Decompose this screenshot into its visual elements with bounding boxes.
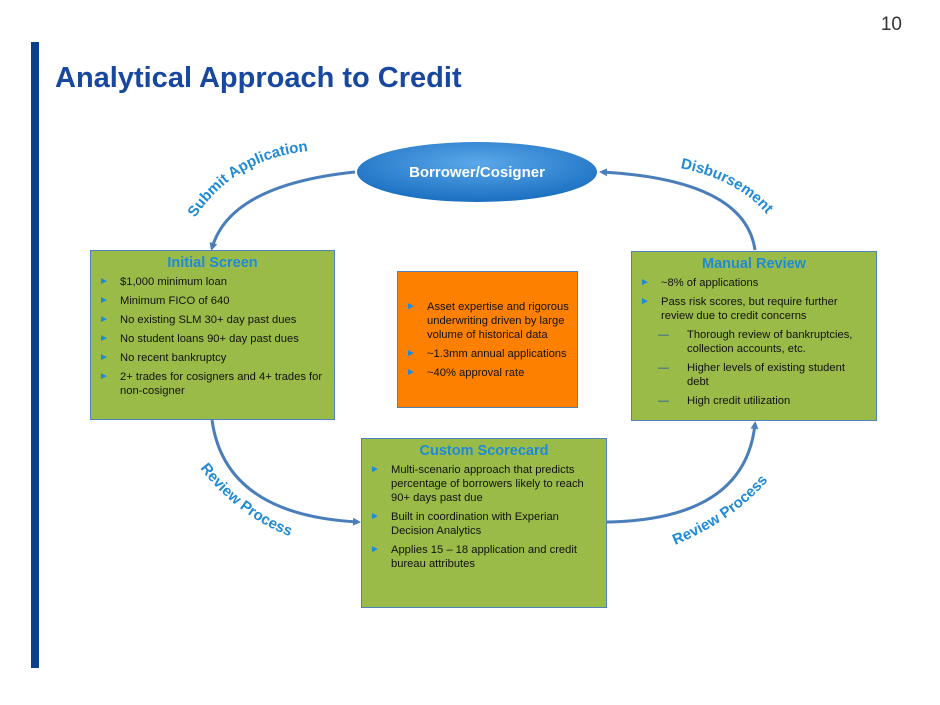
accent-bar	[31, 42, 39, 668]
highlights-box: Asset expertise and rigorous underwritin…	[397, 271, 578, 408]
list-item: Multi-scenario approach that predicts pe…	[370, 463, 598, 505]
initial-screen-box: Initial Screen $1,000 minimum loan Minim…	[90, 250, 335, 420]
list-item: ~1.3mm annual applications	[406, 347, 569, 361]
custom-scorecard-box: Custom Scorecard Multi-scenario approach…	[361, 438, 607, 608]
sub-list-item: High credit utilization	[640, 394, 868, 408]
list-item: ~8% of applications	[640, 276, 868, 290]
list-item: No existing SLM 30+ day past dues	[99, 313, 326, 327]
label-review-left: Review Process	[197, 460, 295, 540]
list-item: Built in coordination with Experian Deci…	[370, 510, 598, 538]
arrow-disbursement	[599, 168, 757, 251]
label-disbursement: Disbursement	[679, 155, 776, 217]
sub-list-item: Higher levels of existing student debt	[640, 361, 868, 389]
list-item: No recent bankruptcy	[99, 351, 326, 365]
list-item: Pass risk scores, but require further re…	[640, 295, 868, 323]
borrower-node	[357, 142, 597, 202]
initial-screen-title: Initial Screen	[167, 255, 258, 271]
sub-list-item: Thorough review of bankruptcies, collect…	[640, 328, 868, 356]
borrower-cosigner-label: Borrower/Cosigner	[409, 163, 545, 181]
list-item: Minimum FICO of 640	[99, 294, 326, 308]
manual-review-box: Manual Review ~8% of applications Pass r…	[631, 251, 877, 421]
list-item: $1,000 minimum loan	[99, 275, 326, 289]
arrow-review-left	[210, 419, 361, 526]
page-number: 10	[880, 14, 902, 35]
list-item: ~40% approval rate	[406, 366, 569, 380]
arrow-review-right	[605, 421, 759, 524]
manual-review-title: Manual Review	[702, 256, 806, 272]
slide-title: Analytical Approach to Credit	[55, 62, 462, 94]
list-item: No student loans 90+ day past dues	[99, 332, 326, 346]
label-submit-application: Submit Application	[184, 138, 308, 220]
list-item: 2+ trades for cosigners and 4+ trades fo…	[99, 370, 326, 398]
custom-scorecard-title: Custom Scorecard	[419, 443, 549, 459]
list-item: Asset expertise and rigorous underwritin…	[406, 300, 569, 342]
list-item: Applies 15 – 18 application and credit b…	[370, 543, 598, 571]
arrow-submit	[209, 170, 356, 251]
